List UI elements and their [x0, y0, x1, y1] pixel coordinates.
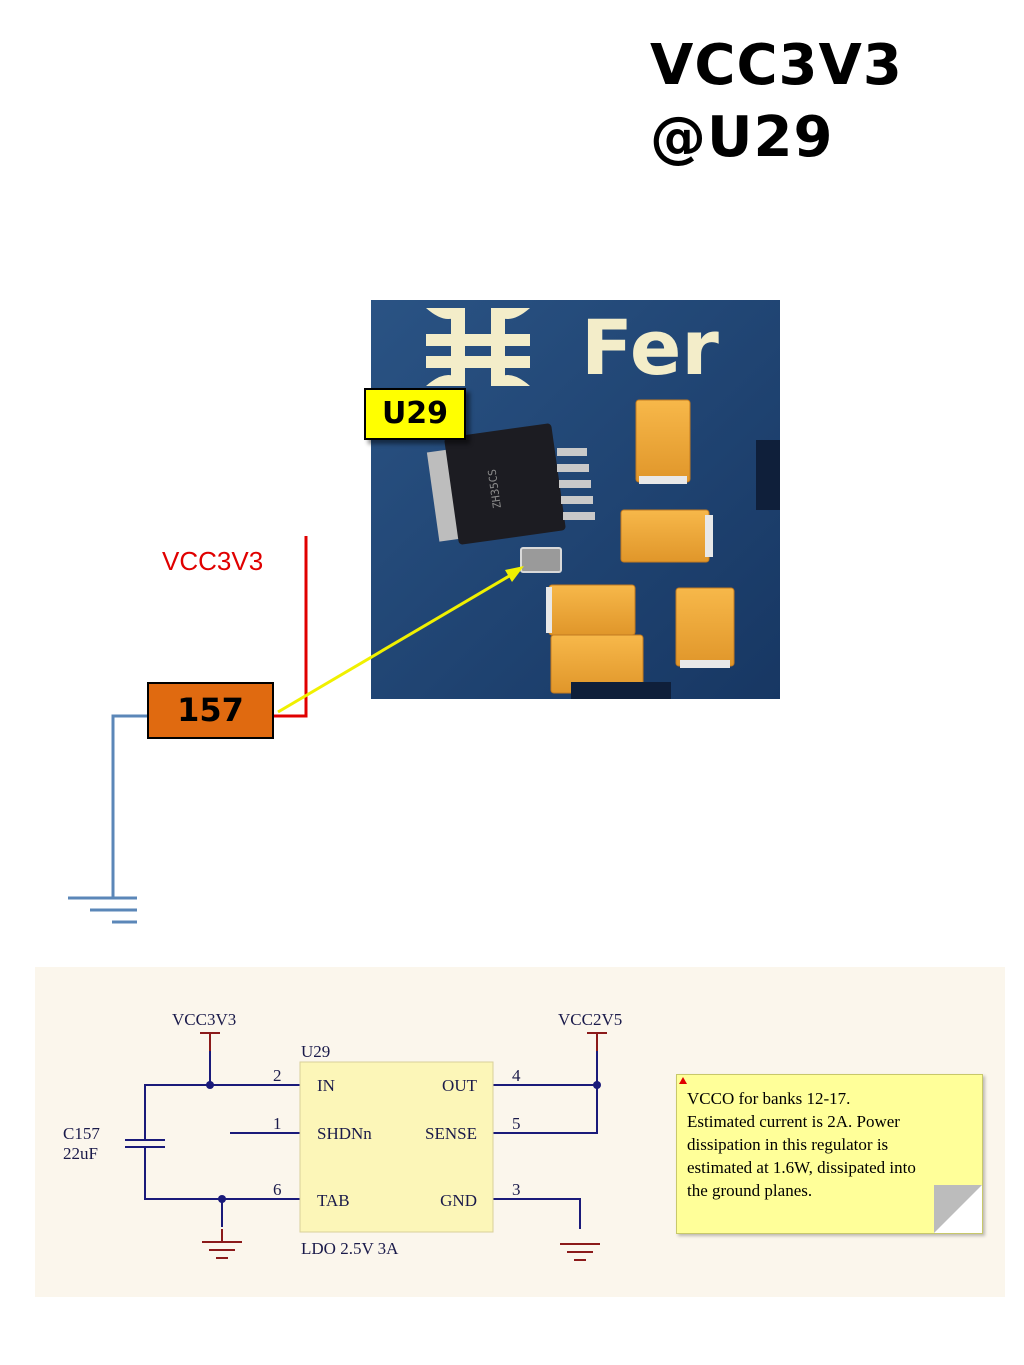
u29-value: LDO 2.5V 3A	[301, 1239, 399, 1258]
u29-symbol-body	[299, 1061, 494, 1233]
page-title: VCC3V3 @U29	[650, 30, 903, 174]
ground-symbols	[202, 1229, 600, 1261]
note-marker-icon	[679, 1077, 687, 1084]
pin-1-number: 1	[273, 1114, 282, 1133]
net-label-vcc2v5: VCC2V5	[558, 1010, 622, 1029]
gnd-wire	[111, 714, 147, 898]
power-symbols	[200, 1032, 607, 1051]
pin-4-number: 4	[512, 1066, 521, 1085]
note-text: VCCO for banks 12-17. Estimated current …	[687, 1087, 979, 1202]
pin-3-number: 3	[512, 1180, 521, 1199]
note-line: Estimated current is 2A. Power	[687, 1112, 900, 1131]
fermilab-logo	[426, 308, 530, 386]
pin-2-number: 2	[273, 1066, 282, 1085]
note-fold-corner	[934, 1185, 982, 1233]
pin-6-name: TAB	[317, 1191, 350, 1210]
vcc-net-label: VCC3V3	[162, 546, 264, 576]
pin-5-number: 5	[512, 1114, 521, 1133]
pin-1-name: SHDNn	[317, 1124, 372, 1143]
chip-marking: ZH35CS	[486, 468, 504, 509]
capacitor-symbol	[125, 1139, 165, 1148]
pin-3-name: GND	[440, 1191, 477, 1210]
junction-dots	[206, 1081, 601, 1203]
note-line: VCCO for banks 12-17.	[687, 1089, 851, 1108]
pointer-arrow-head	[505, 566, 524, 582]
title-line-1: VCC3V3	[650, 33, 903, 98]
pointer-arrow	[277, 570, 517, 714]
small-component	[520, 547, 562, 573]
u29-refdes: U29	[301, 1042, 330, 1061]
pin-4-name: OUT	[442, 1076, 478, 1095]
title-line-2: @U29	[650, 105, 834, 170]
pin-2-name: IN	[317, 1076, 335, 1095]
vcc-wire	[272, 536, 308, 718]
net-label-vcc3v3: VCC3V3	[172, 1010, 236, 1029]
ground-symbol	[68, 896, 137, 924]
pcb-photo: Fer ZH35CS	[371, 300, 780, 699]
note-line: dissipation in this regulator is	[687, 1135, 889, 1154]
u29-chip: ZH35CS	[426, 423, 595, 545]
pin-6-number: 6	[273, 1180, 282, 1199]
note-box: VCCO for banks 12-17. Estimated current …	[676, 1074, 983, 1234]
u29-callout: U29	[364, 388, 466, 440]
pin-5-name: SENSE	[425, 1124, 477, 1143]
pcb-silkscreen-text: Fer	[581, 303, 719, 392]
capacitor-refdes: C157	[63, 1124, 100, 1143]
note-line: the ground planes.	[687, 1181, 813, 1200]
note-line: estimated at 1.6W, dissipated into	[687, 1158, 916, 1177]
capacitor-value: 22uF	[63, 1144, 98, 1163]
capacitor-callout: 157	[147, 682, 274, 739]
